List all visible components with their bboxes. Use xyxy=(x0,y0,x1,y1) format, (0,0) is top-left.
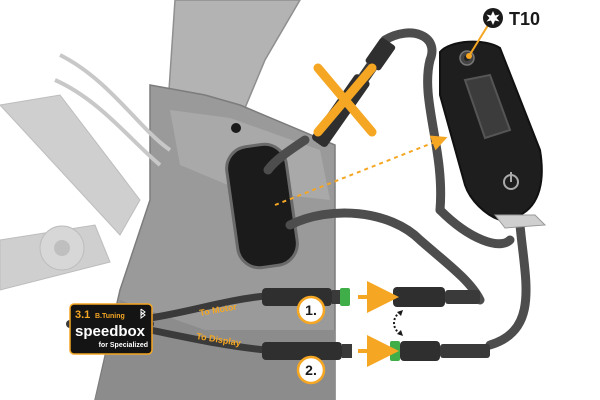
bike-display-socket xyxy=(390,341,490,361)
tool-label: T10 xyxy=(509,9,540,29)
brake-cable xyxy=(59,53,172,152)
display-unit xyxy=(439,40,547,229)
frame-port xyxy=(225,142,299,270)
speedbox-body xyxy=(69,303,153,355)
speedbox-subtitle: for Specialized xyxy=(99,342,148,349)
step-1-badge: 1. xyxy=(296,295,326,325)
speedbox-display-plug xyxy=(262,342,352,360)
green-ring-motor xyxy=(340,288,350,306)
display-screen xyxy=(463,73,512,140)
harness-to-display xyxy=(146,326,269,354)
frame-lower-shadow xyxy=(95,300,335,400)
speedbox-tuning: B.Tuning xyxy=(95,313,125,320)
green-ring-display xyxy=(390,341,400,361)
bike-frame xyxy=(0,0,336,400)
speedbox-version: 3.1 xyxy=(75,309,90,321)
step-1-label: 1. xyxy=(305,302,317,318)
harness-to-motor xyxy=(146,292,269,322)
connect-arrows xyxy=(358,281,399,367)
speedbox-brand: speedbox xyxy=(75,323,146,340)
tool-leader-line xyxy=(468,21,491,57)
speedbox-module: 3.1 B.Tuning speedbox for Specialized xyxy=(69,303,153,355)
step-2-label: 2. xyxy=(305,362,317,378)
bluetooth-icon xyxy=(140,308,146,319)
power-icon xyxy=(503,172,519,190)
old-motor-cable xyxy=(263,135,310,175)
bike-motor-socket xyxy=(393,287,480,307)
swap-arrow-icon xyxy=(393,310,403,336)
frame-bolt-hole xyxy=(231,123,241,133)
step-2-badge: 2. xyxy=(296,355,326,385)
cable-harness xyxy=(66,28,531,354)
seat-stay xyxy=(0,94,141,236)
display-side-cable xyxy=(435,205,515,249)
frame-exit-cable xyxy=(285,208,485,305)
display-mount-bracket xyxy=(493,214,547,229)
torx-tool-callout: T10 xyxy=(466,8,540,59)
display-lower-cable xyxy=(485,220,531,350)
port-to-display-pointer xyxy=(274,135,448,206)
tool-leader-dot xyxy=(466,53,472,59)
remove-cross xyxy=(313,63,377,137)
torx-star-icon xyxy=(483,8,503,28)
old-plug-crossed xyxy=(312,37,396,147)
display-cable-top xyxy=(380,28,446,215)
